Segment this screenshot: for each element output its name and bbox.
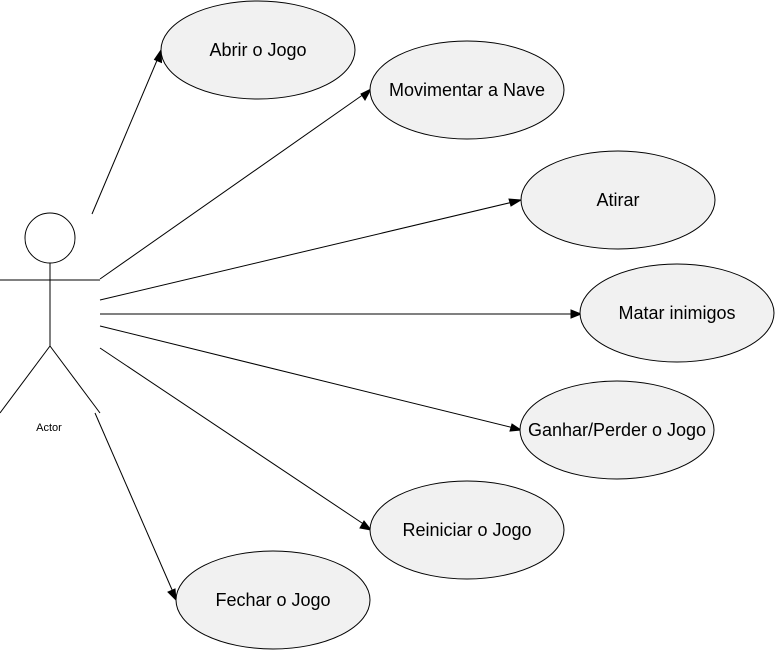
use-case-label: Movimentar a Nave	[389, 80, 545, 100]
use-case-label: Abrir o Jogo	[209, 40, 306, 60]
association-matar	[100, 309, 583, 319]
actor-head	[24, 212, 76, 264]
use-case-label: Ganhar/Perder o Jogo	[528, 420, 706, 440]
use-case-label: Reiniciar o Jogo	[402, 520, 531, 540]
use-case-ellipse	[579, 263, 775, 363]
association-reiniciar	[99, 347, 373, 531]
actor-left-leg	[0, 345, 51, 414]
association-ganhar	[99, 325, 523, 432]
use-case-ellipse	[519, 380, 715, 480]
use-case-fechar[interactable]: Fechar o Jogo	[175, 550, 371, 650]
use-case-label: Atirar	[596, 190, 639, 210]
arrowhead	[359, 520, 373, 531]
use-case-reiniciar[interactable]: Reiniciar o Jogo	[369, 480, 565, 580]
arrowhead	[570, 309, 583, 319]
association-abrir	[91, 48, 163, 215]
use-case-ellipse	[175, 550, 371, 650]
arrowhead	[153, 48, 163, 64]
use-case-ellipse	[369, 40, 565, 140]
associations	[91, 48, 583, 602]
use-case-movimentar[interactable]: Movimentar a Nave	[369, 40, 565, 140]
use-case-ganhar[interactable]: Ganhar/Perder o Jogo	[519, 380, 715, 480]
use-case-ellipse	[520, 150, 716, 250]
actor-label: Actor	[36, 422, 62, 434]
use-case-abrir[interactable]: Abrir o Jogo	[160, 0, 356, 100]
use-case-label: Fechar o Jogo	[215, 590, 330, 610]
arrowhead	[360, 87, 373, 101]
association-movimentar	[99, 87, 373, 280]
use-case-label: Matar inimigos	[618, 303, 735, 323]
arrowhead	[509, 423, 523, 432]
arrowhead	[167, 588, 177, 602]
actor-right-leg	[49, 345, 101, 414]
use-case-ellipse	[160, 0, 356, 100]
association-fechar	[94, 412, 177, 602]
actor[interactable]: Actor	[0, 212, 101, 434]
use-case-matar[interactable]: Matar inimigos	[579, 263, 775, 363]
association-atirar	[99, 198, 523, 301]
use-case-ellipse	[369, 480, 565, 580]
use-case-atirar[interactable]: Atirar	[520, 150, 716, 250]
arrowhead	[508, 198, 523, 207]
